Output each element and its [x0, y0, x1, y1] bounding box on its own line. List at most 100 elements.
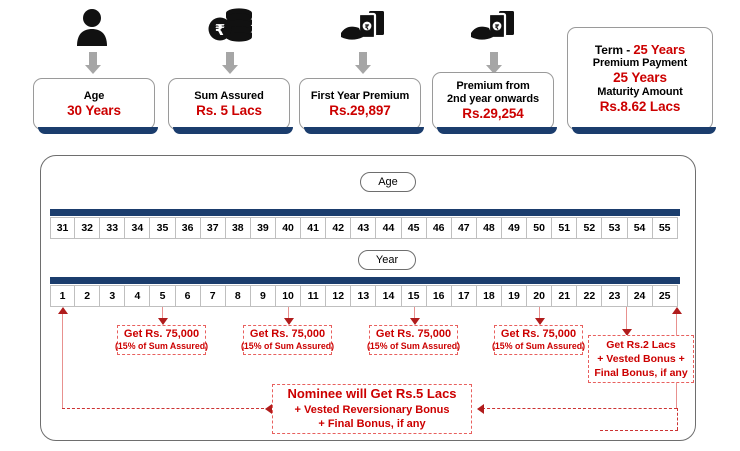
maturity-connector-year-23	[626, 307, 628, 330]
year-scale-cell[interactable]: 11	[301, 285, 327, 307]
age-scale-cell[interactable]: 31	[50, 217, 76, 239]
age-scale-cell[interactable]: 39	[250, 217, 276, 239]
card-sum-assured-value: Rs. 5 Lacs	[196, 102, 262, 118]
hand-cash-icon: ₹	[468, 8, 520, 48]
card-first-year-premium-value: Rs.29,897	[329, 102, 391, 118]
gray-arrow-down-icon	[486, 52, 502, 76]
year-scale-cell[interactable]: 15	[401, 285, 427, 307]
payout-arrow-year-5	[158, 318, 168, 325]
age-scale-cell[interactable]: 32	[75, 217, 101, 239]
summary-premium-payment-value: 25 Years	[613, 70, 667, 86]
year-scale-cell[interactable]: 19	[501, 285, 528, 307]
card-first-year-premium[interactable]: First Year Premium Rs.29,897	[299, 78, 424, 134]
year-scale-cell[interactable]: 9	[250, 285, 276, 307]
year-scale-cell[interactable]: 6	[175, 285, 201, 307]
card-age[interactable]: Age 30 Years	[33, 78, 158, 134]
card-premium-2nd-year-label-1: Premium from	[456, 80, 530, 93]
age-scale-cell[interactable]: 54	[627, 217, 653, 239]
year-scale-cell[interactable]: 12	[326, 285, 352, 307]
age-scale-cell[interactable]: 40	[275, 217, 302, 239]
age-scale-cell[interactable]: 49	[501, 217, 528, 239]
card-sum-assured[interactable]: Sum Assured Rs. 5 Lacs	[168, 78, 293, 134]
age-scale-cell[interactable]: 41	[301, 217, 327, 239]
callout-payout-year-15[interactable]: Get Rs. 75,000 (15% of Sum Assured)	[366, 325, 461, 355]
year-scale-cell[interactable]: 13	[351, 285, 377, 307]
summary-term-value: 25 Years	[633, 41, 686, 57]
age-scale-cell[interactable]: 45	[401, 217, 427, 239]
age-scale-cell[interactable]: 52	[577, 217, 603, 239]
callout-payout-year-10-line1: Get Rs. 75,000	[249, 327, 326, 340]
year-scale-cell[interactable]: 21	[552, 285, 578, 307]
callout-payout-year-5-line2: (15% of Sum Assured)	[114, 341, 209, 352]
year-scale-cell[interactable]: 24	[627, 285, 653, 307]
year-scale-cell[interactable]: 2	[75, 285, 101, 307]
nominee-arrow-year-1	[58, 307, 68, 314]
age-scale-cell[interactable]: 50	[527, 217, 553, 239]
age-scale-cell[interactable]: 33	[100, 217, 126, 239]
year-scale-cell[interactable]: 3	[100, 285, 126, 307]
year-scale-cell[interactable]: 10	[275, 285, 302, 307]
card-shadow	[437, 127, 557, 134]
age-scale-cell[interactable]: 34	[125, 217, 151, 239]
year-scale-cell[interactable]: 8	[225, 285, 251, 307]
age-scale-cell[interactable]: 47	[451, 217, 477, 239]
age-pill-text: Age	[378, 176, 398, 188]
card-premium-2nd-year[interactable]: Premium from 2nd year onwards Rs.29,254	[432, 72, 557, 134]
callout-payout-year-20-line1: Get Rs. 75,000	[500, 327, 577, 340]
payout-connector-year-15	[414, 307, 416, 319]
callout-payout-year-20[interactable]: Get Rs. 75,000 (15% of Sum Assured)	[492, 325, 585, 355]
year-pill-label: Year	[358, 250, 416, 270]
callout-maturity[interactable]: Get Rs.2 Lacs + Vested Bonus + Final Bon…	[588, 335, 694, 383]
year-scale-cell[interactable]: 18	[476, 285, 502, 307]
card-shadow	[304, 127, 424, 134]
gray-arrow-down-icon	[85, 52, 101, 76]
age-scale-cell[interactable]: 51	[552, 217, 578, 239]
callout-payout-year-10[interactable]: Get Rs. 75,000 (15% of Sum Assured)	[241, 325, 334, 355]
card-shadow	[173, 127, 293, 134]
callout-payout-year-5[interactable]: Get Rs. 75,000 (15% of Sum Assured)	[114, 325, 209, 355]
callout-nominee[interactable]: Nominee will Get Rs.5 Lacs + Vested Reve…	[272, 384, 472, 434]
age-scale-cell[interactable]: 55	[652, 217, 678, 239]
callout-payout-year-15-line2: (15% of Sum Assured)	[366, 341, 461, 352]
age-scale-cell[interactable]: 43	[351, 217, 377, 239]
nominee-rail-dash-right-vertical	[677, 408, 678, 430]
age-scale-bar	[50, 209, 680, 216]
age-scale-cell[interactable]: 44	[376, 217, 402, 239]
age-scale-cell[interactable]: 48	[476, 217, 502, 239]
year-scale-cell[interactable]: 25	[652, 285, 678, 307]
card-term-summary[interactable]: Term - 25 Years Premium Payment 25 Years…	[567, 27, 716, 134]
callout-payout-year-5-line1: Get Rs. 75,000	[123, 327, 200, 340]
year-scale-cell[interactable]: 16	[426, 285, 452, 307]
hand-cash-icon: ₹	[338, 8, 390, 48]
age-scale-cell[interactable]: 35	[150, 217, 176, 239]
card-age-value: 30 Years	[67, 102, 121, 118]
year-scale-cell[interactable]: 5	[150, 285, 176, 307]
gray-arrow-down-icon	[355, 52, 371, 76]
payout-connector-year-10	[288, 307, 290, 319]
maturity-arrow-year-25	[672, 307, 682, 314]
age-scale-cell[interactable]: 42	[326, 217, 352, 239]
year-scale-cell[interactable]: 4	[125, 285, 151, 307]
year-scale-cell[interactable]: 22	[577, 285, 603, 307]
payout-arrow-year-20	[535, 318, 545, 325]
svg-text:₹: ₹	[365, 24, 370, 32]
year-scale-bar	[50, 277, 680, 284]
year-scale-cell[interactable]: 7	[200, 285, 226, 307]
year-scale-cell[interactable]: 20	[527, 285, 553, 307]
year-scale-cell[interactable]: 14	[376, 285, 402, 307]
age-scale-cell[interactable]: 53	[602, 217, 628, 239]
year-scale-cell[interactable]: 1	[50, 285, 76, 307]
card-shadow	[572, 127, 716, 134]
year-scale-cell[interactable]: 17	[451, 285, 477, 307]
card-first-year-premium-label: First Year Premium	[310, 89, 410, 102]
age-scale-cell[interactable]: 46	[426, 217, 452, 239]
payout-connector-year-5	[162, 307, 164, 319]
age-scale-cell[interactable]: 36	[175, 217, 201, 239]
year-scale-cell[interactable]: 23	[602, 285, 628, 307]
summary-premium-payment-label: Premium Payment	[592, 57, 688, 70]
age-scale-cell[interactable]: 38	[225, 217, 251, 239]
age-scale-cell[interactable]: 37	[200, 217, 226, 239]
